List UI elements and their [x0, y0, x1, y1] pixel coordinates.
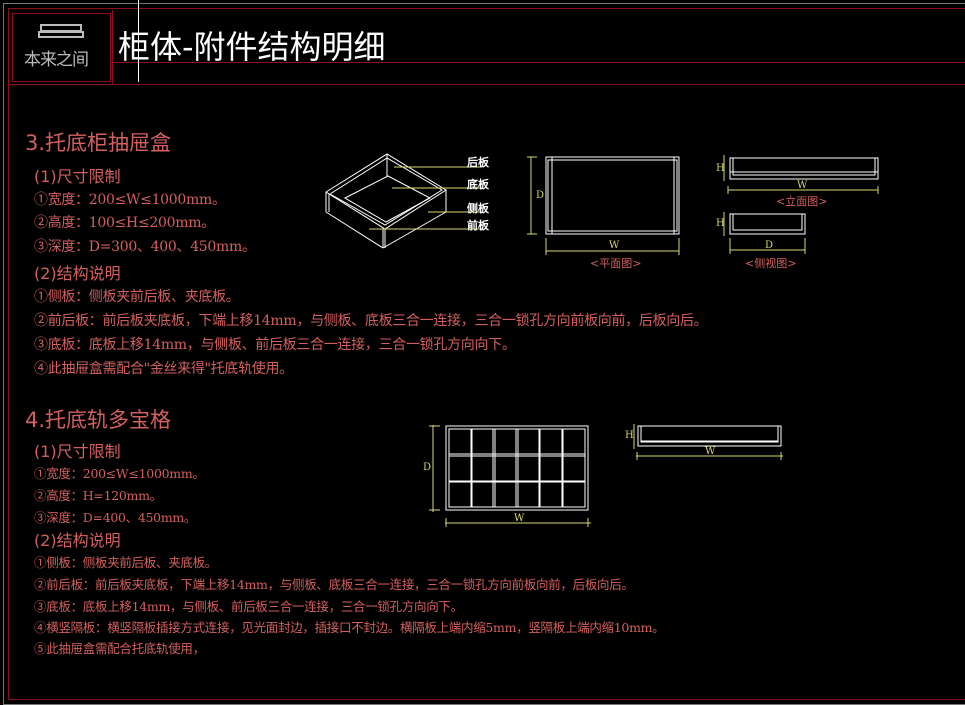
section3-heading: 3.托底柜抽屉盒	[25, 131, 172, 155]
crosshair-cursor	[138, 0, 139, 82]
section3-size-item: ①宽度：200≤W≤1000mm。	[34, 192, 226, 208]
section3-struct-item: ④此抽屉盒需配合"金丝来得"托底轨使用。	[34, 361, 293, 377]
header-divider	[9, 84, 965, 85]
section3-struct-item: ③底板：底板上移14mm，与侧板、前后板三合一连接，三合一锁孔方向向下。	[34, 337, 516, 353]
title-underline	[112, 62, 965, 63]
grid-elevation-dim-w: W	[705, 446, 716, 457]
side-dims	[723, 212, 806, 254]
elevation-view	[729, 157, 879, 180]
plan-dim-d: D	[536, 190, 545, 201]
section4-size-item: ②高度：H=120mm。	[34, 488, 162, 503]
caption-elevation: <立面图>	[776, 195, 828, 208]
grid-dim-w: W	[514, 513, 525, 524]
page-title: 柜体-附件结构明细	[118, 28, 386, 66]
logo-divider	[112, 10, 113, 84]
section4-size-item: ①宽度：200≤W≤1000mm。	[34, 466, 205, 481]
grid-dim-d: D	[423, 462, 432, 473]
grid-elevation-dim-h: H	[625, 430, 634, 441]
caption-plan: <平面图>	[590, 257, 642, 270]
section4-struct-item: ⑤此抽屉盒需配合托底轨使用，	[34, 641, 205, 656]
logo: 本来之间	[14, 20, 106, 75]
section4-size-heading: (1)尺寸限制	[34, 442, 121, 461]
drawer-isometric	[325, 153, 447, 249]
logo-text: 本来之间	[24, 50, 89, 70]
section4-struct-item: ②前后板：前后板夹底板，下端上移14mm，与侧板、底板三合一连接，三合一锁孔方向…	[34, 577, 634, 592]
plan-dim-w: W	[609, 240, 620, 251]
section4-struct-item: ④横竖隔板：横竖隔板插接方式连接，见光面封边，插接口不封边。横隔板上端内缩5mm…	[34, 620, 665, 635]
section3-struct-item: ①侧板：侧板夹前后板、夹底板。	[34, 289, 240, 305]
elevation-dim-h: H	[716, 163, 725, 174]
section4-size-item: ③深度：D=400、450mm。	[34, 510, 197, 525]
elevation-dim-w: W	[797, 180, 808, 191]
section3-size-heading: (1)尺寸限制	[34, 167, 121, 186]
logo-box	[12, 13, 111, 82]
grid-plan-dims	[429, 425, 591, 527]
side-dim-h: H	[716, 218, 725, 229]
label-bottom-panel: 底板	[467, 178, 489, 191]
side-view	[729, 213, 806, 235]
section4-struct-item: ③底板：底板上移14mm，与侧板、前后板三合一连接，三合一锁孔方向向下。	[34, 599, 463, 614]
section3-size-item: ③深度：D=300、400、450mm。	[34, 239, 256, 255]
label-side-panel: 侧板	[467, 202, 489, 215]
section4-struct-item: ①侧板：侧板夹前后板、夹底板。	[34, 555, 218, 570]
section4-heading: 4.托底轨多宝格	[25, 408, 172, 432]
logo-drawer-icon	[38, 24, 84, 38]
side-dim-d: D	[765, 240, 774, 251]
section3-size-item: ②高度：100≤H≤200mm。	[34, 215, 215, 231]
leader-lines	[369, 166, 482, 230]
label-front-panel: 前板	[467, 219, 489, 232]
grid-elevation-dims	[633, 424, 783, 460]
caption-side-view: <侧视图>	[745, 257, 797, 270]
elevation-dims	[723, 155, 879, 194]
plan-dims	[527, 156, 680, 255]
section3-struct-heading: (2)结构说明	[34, 264, 121, 283]
label-back-panel: 后板	[467, 156, 489, 169]
section3-struct-item: ②前后板：前后板夹底板，下端上移14mm，与侧板、底板三合一连接，三合一锁孔方向…	[34, 313, 708, 329]
plan-view	[545, 156, 680, 235]
section4-struct-heading: (2)结构说明	[34, 531, 121, 550]
grid-elevation-view	[637, 425, 782, 447]
grid-plan-view	[445, 425, 589, 511]
